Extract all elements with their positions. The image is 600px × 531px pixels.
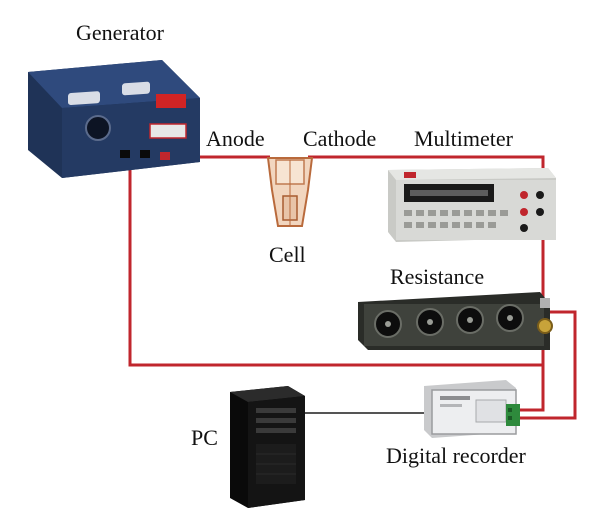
resistance-device (358, 292, 553, 350)
pc-device (230, 386, 305, 508)
digital-recorder-label: Digital recorder (386, 443, 526, 468)
wire-cathode-to-multimeter (308, 155, 545, 312)
digital-recorder-device (424, 380, 520, 438)
wiring (128, 155, 577, 420)
wire-resistance-to-recorder-b (520, 310, 577, 420)
cell-device (266, 157, 314, 227)
generator-device (28, 60, 200, 178)
wire-resistance-to-recorder-a (520, 365, 545, 412)
multimeter-label: Multimeter (414, 126, 513, 151)
pc-label: PC (191, 425, 218, 450)
resistance-label: Resistance (390, 264, 485, 289)
cell-label: Cell (269, 242, 306, 267)
multimeter-device (388, 168, 556, 242)
anode-label: Anode (206, 126, 265, 151)
cathode-label: Cathode (303, 126, 377, 151)
generator-label: Generator (76, 20, 164, 45)
